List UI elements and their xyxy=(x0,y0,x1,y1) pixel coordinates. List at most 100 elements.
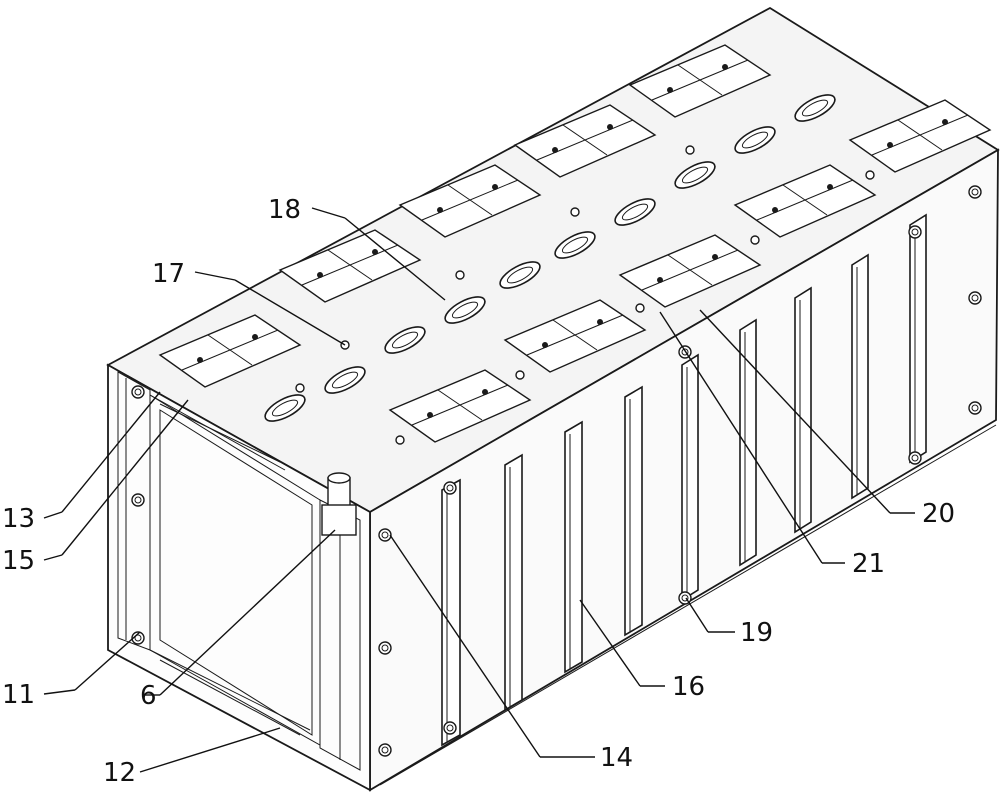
side-slot xyxy=(794,286,812,534)
tab-plate xyxy=(388,369,532,443)
battery-tab xyxy=(398,164,542,238)
top-pads xyxy=(158,44,992,443)
tab-split xyxy=(871,114,969,156)
oval-hole-inner xyxy=(681,166,709,184)
oval-hole xyxy=(499,261,541,289)
screw xyxy=(378,743,392,757)
top-rail xyxy=(149,394,286,471)
oval-hole-inner xyxy=(391,331,419,349)
screw-inner xyxy=(971,404,979,412)
oval-hole xyxy=(444,296,486,324)
side-slot xyxy=(909,213,927,464)
screw-inner xyxy=(971,188,979,196)
top-small-holes xyxy=(295,145,875,445)
label-6: 6 xyxy=(140,681,157,711)
screw-inner xyxy=(134,634,142,642)
top-hole xyxy=(865,170,875,180)
callouts: 18 17 13 15 11 6 12 14 16 19 20 21 xyxy=(2,195,955,788)
oval-hole xyxy=(554,231,596,259)
top-hole xyxy=(635,303,645,313)
tab-plate xyxy=(158,314,302,388)
label-15: 15 xyxy=(2,546,35,576)
screw xyxy=(968,291,982,305)
oval-hole xyxy=(324,366,366,394)
corner-pin xyxy=(321,472,357,536)
screw xyxy=(443,721,457,735)
screw xyxy=(378,528,392,542)
tab-hole xyxy=(427,412,433,418)
top-hole xyxy=(570,207,580,217)
tab-hole xyxy=(597,319,603,325)
label-18: 18 xyxy=(268,195,301,225)
screw-inner xyxy=(134,388,142,396)
tab-plate xyxy=(848,99,992,173)
tab-hole xyxy=(712,254,718,260)
tab-plate xyxy=(628,44,772,118)
end-opening-inner xyxy=(159,409,313,736)
battery-tab xyxy=(278,229,422,303)
tab-split xyxy=(421,179,519,221)
tab-split xyxy=(536,119,634,161)
side-slot xyxy=(564,420,583,674)
tab-hole xyxy=(552,147,558,153)
battery-tab xyxy=(158,314,302,388)
side-slot xyxy=(441,478,461,747)
side-slot xyxy=(851,253,869,500)
label-14: 14 xyxy=(600,743,633,773)
screw-inner xyxy=(971,294,979,302)
screw-inner xyxy=(911,228,919,236)
tab-plate xyxy=(618,234,762,308)
screw-inner xyxy=(911,454,919,462)
side-slots xyxy=(441,213,927,747)
top-hole xyxy=(750,235,760,245)
screw xyxy=(443,481,457,495)
screw-inner xyxy=(681,594,689,602)
label-17: 17 xyxy=(152,259,185,289)
top-hole xyxy=(295,383,305,393)
label-20: 20 xyxy=(922,499,955,529)
oval-hole xyxy=(734,126,776,154)
screw xyxy=(908,451,922,465)
tab-plate xyxy=(278,229,422,303)
tab-split xyxy=(756,179,854,221)
battery-tab xyxy=(628,44,772,118)
end-frame xyxy=(107,363,371,792)
screw-inner xyxy=(134,496,142,504)
screw-inner xyxy=(681,348,689,356)
tab-split xyxy=(651,59,749,101)
top-hole xyxy=(515,370,525,380)
tab-hole xyxy=(887,142,893,148)
tab-hole xyxy=(372,249,378,255)
screw xyxy=(131,385,145,399)
side-slot xyxy=(681,353,699,602)
oval-hole xyxy=(264,394,306,422)
tab-hole xyxy=(657,277,663,283)
tab-hole xyxy=(827,184,833,190)
battery-tab xyxy=(848,99,992,173)
tab-plate xyxy=(398,164,542,238)
screw-inner xyxy=(381,531,389,539)
tab-hole xyxy=(197,357,203,363)
top-hole xyxy=(395,435,405,445)
tab-hole xyxy=(542,342,548,348)
battery-tab xyxy=(513,104,657,178)
label-12: 12 xyxy=(103,758,136,788)
top-hole xyxy=(455,270,465,280)
side-slot xyxy=(624,385,643,637)
oval-hole xyxy=(384,326,426,354)
screw-inner xyxy=(381,644,389,652)
oval-hole-inner xyxy=(561,236,589,254)
screw-inner xyxy=(446,724,454,732)
label-16: 16 xyxy=(672,672,705,702)
oval-hole-inner xyxy=(331,371,359,389)
top-hole xyxy=(685,145,695,155)
oval-hole xyxy=(794,94,836,122)
screw xyxy=(908,225,922,239)
battery-tab xyxy=(503,299,647,373)
tab-hole xyxy=(482,389,488,395)
bottom-rail xyxy=(149,649,311,731)
screw-inner xyxy=(381,746,389,754)
battery-tab xyxy=(618,234,762,308)
